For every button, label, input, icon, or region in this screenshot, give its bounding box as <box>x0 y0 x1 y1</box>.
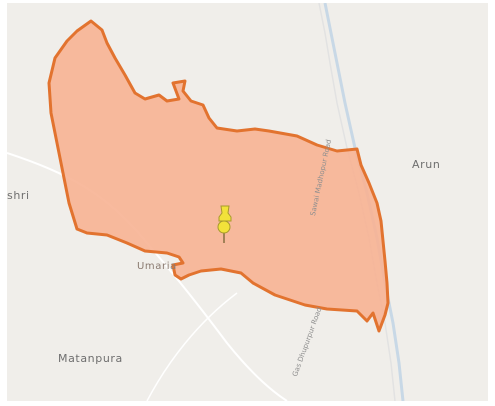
place-label-arun: Arun <box>412 158 441 171</box>
place-label-matanpura: Matanpura <box>58 352 123 365</box>
road-south <box>146 292 238 401</box>
location-pin-icon[interactable] <box>217 205 232 243</box>
boundary-polygon[interactable] <box>47 19 390 333</box>
place-label-ishri: shri <box>7 189 30 202</box>
map-view[interactable]: Arun shri Matanpura Umaria Sawai Madhopu… <box>7 3 488 401</box>
place-label-village: Umaria <box>137 261 177 272</box>
map-canvas[interactable] <box>7 3 488 401</box>
